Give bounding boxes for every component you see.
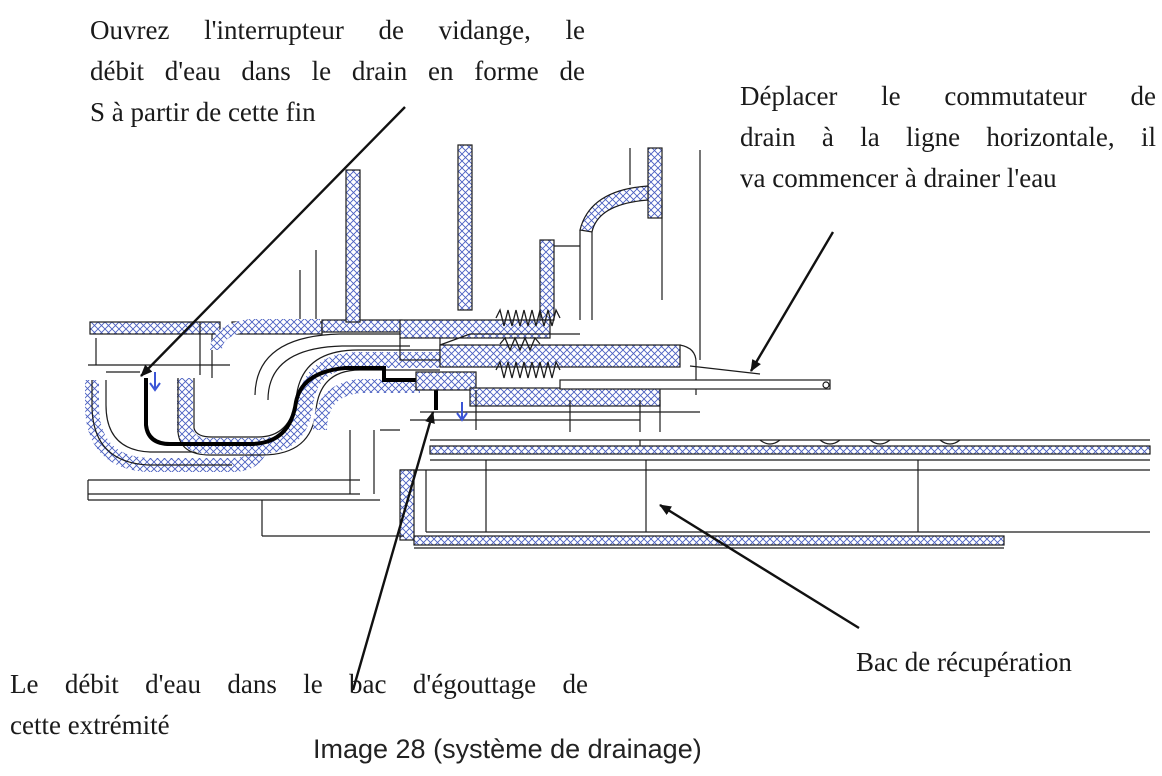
lower-base <box>87 429 404 537</box>
annotation-line: Ouvrez l'interrupteur de vidange, le <box>90 15 585 45</box>
annotation-line: cette extrémité <box>10 710 170 740</box>
drain-switch-rod <box>559 365 831 390</box>
partition-walls <box>299 144 701 360</box>
annotation-move-switch: Déplacer le commutateur de drain à la li… <box>740 76 1156 199</box>
annotation-line: va commencer à drainer l'eau <box>740 163 1057 193</box>
leader-arrows <box>140 106 860 691</box>
annotation-line: S à partir de cette fin <box>90 97 316 127</box>
arrow-water-flow <box>351 411 435 691</box>
annotation-open-switch: Ouvrez l'interrupteur de vidange, le déb… <box>90 10 585 133</box>
arrow-drip-tray <box>659 503 860 630</box>
s-drain-channel <box>177 319 440 456</box>
valve-springs <box>495 308 561 379</box>
annotation-line: drain à la ligne horizontale, il <box>740 122 1156 152</box>
flow-direction-arrows <box>149 372 468 422</box>
drain-cup <box>85 364 269 472</box>
annotation-drip-tray: Bac de récupération <box>856 642 1156 683</box>
drain-valve-body <box>399 319 700 432</box>
annotation-line: Le débit d'eau dans le bac d'égouttage d… <box>10 669 588 699</box>
arrow-open-switch <box>140 106 406 377</box>
arrow-move-switch <box>749 231 835 372</box>
annotation-line: Bac de récupération <box>856 647 1072 677</box>
upper-dome <box>554 185 663 320</box>
drain-flow-path <box>144 366 438 446</box>
annotation-water-flow: Le débit d'eau dans le bac d'égouttage d… <box>10 664 588 746</box>
figure-caption: Image 28 (système de drainage) <box>313 734 702 764</box>
annotation-line: Déplacer le commutateur de <box>740 81 1156 111</box>
annotation-line: débit d'eau dans le drain en forme de <box>90 56 585 86</box>
drip-tray <box>399 439 1151 549</box>
